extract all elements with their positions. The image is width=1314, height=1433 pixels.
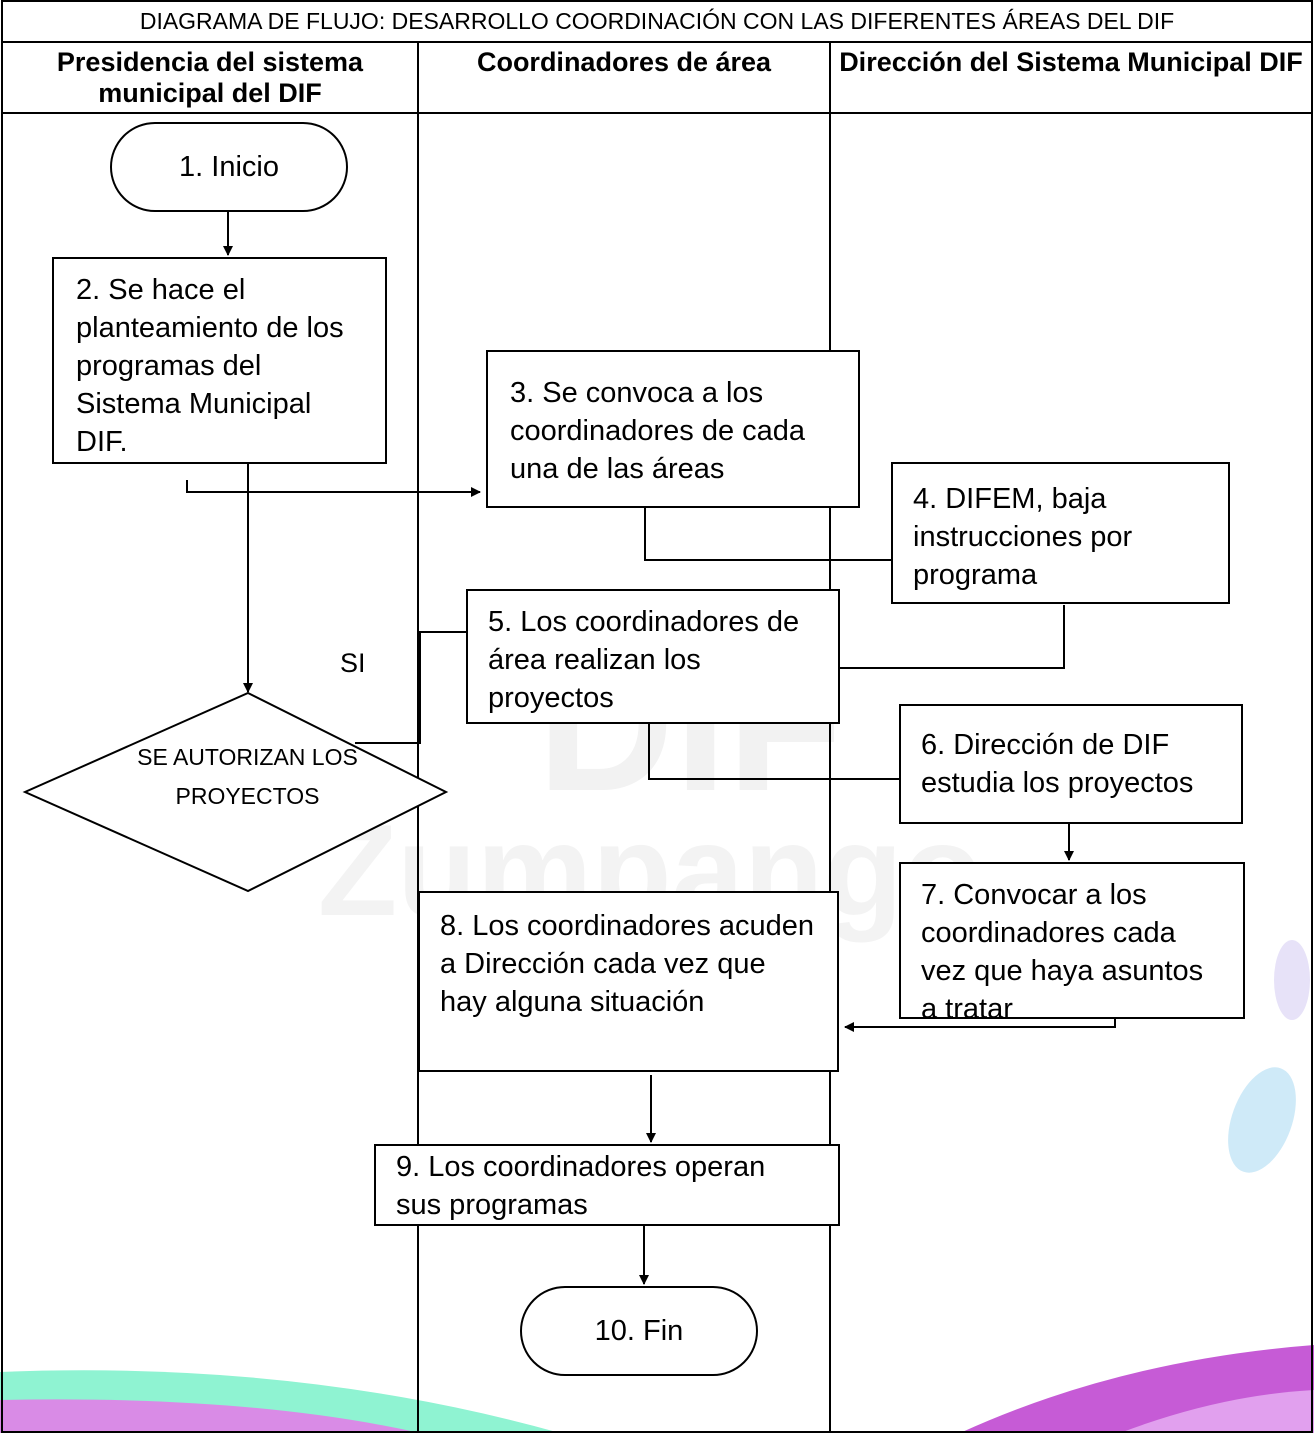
node-fin: 10. Fin (520, 1286, 758, 1376)
lane-header-coordinadores: Coordinadores de área (476, 47, 772, 77)
node-convocar: 7. Convocar a los coordinadores cada vez… (899, 862, 1245, 1019)
node-operan: 9. Los coordinadores operan sus programa… (374, 1144, 840, 1226)
edge-2-3 (186, 480, 481, 497)
edge-5-6 (648, 715, 939, 784)
lane-header-direccion: Dirección del Sistema Municipal DIF (839, 47, 1303, 77)
node-difem: 4. DIFEM, baja instrucciones por program… (891, 462, 1230, 604)
edge-4-5 (809, 605, 1065, 673)
node-convoca: 3. Se convoca a los coordinadores de cad… (486, 350, 860, 508)
node-realizan: 5. Los coordinadores de área realizan lo… (466, 589, 840, 724)
node-acuden: 8. Los coordinadores acuden a Dirección … (418, 891, 839, 1072)
edge-decision-5 (355, 627, 481, 744)
node-estudia: 6. Dirección de DIF estudia los proyecto… (899, 704, 1243, 824)
node-planteamiento: 2. Se hace el planteamiento de los progr… (52, 257, 387, 464)
diagram-title: DIAGRAMA DE FLUJO: DESARROLLO COORDINACI… (139, 8, 1175, 34)
node-decision: SE AUTORIZAN LOS PROYECTOS (137, 744, 358, 809)
edge-label-si: SI (340, 648, 366, 678)
node-inicio: 1. Inicio (110, 122, 348, 212)
lane-header-presidencia: Presidencia del sistema municipal del DI… (56, 47, 364, 108)
